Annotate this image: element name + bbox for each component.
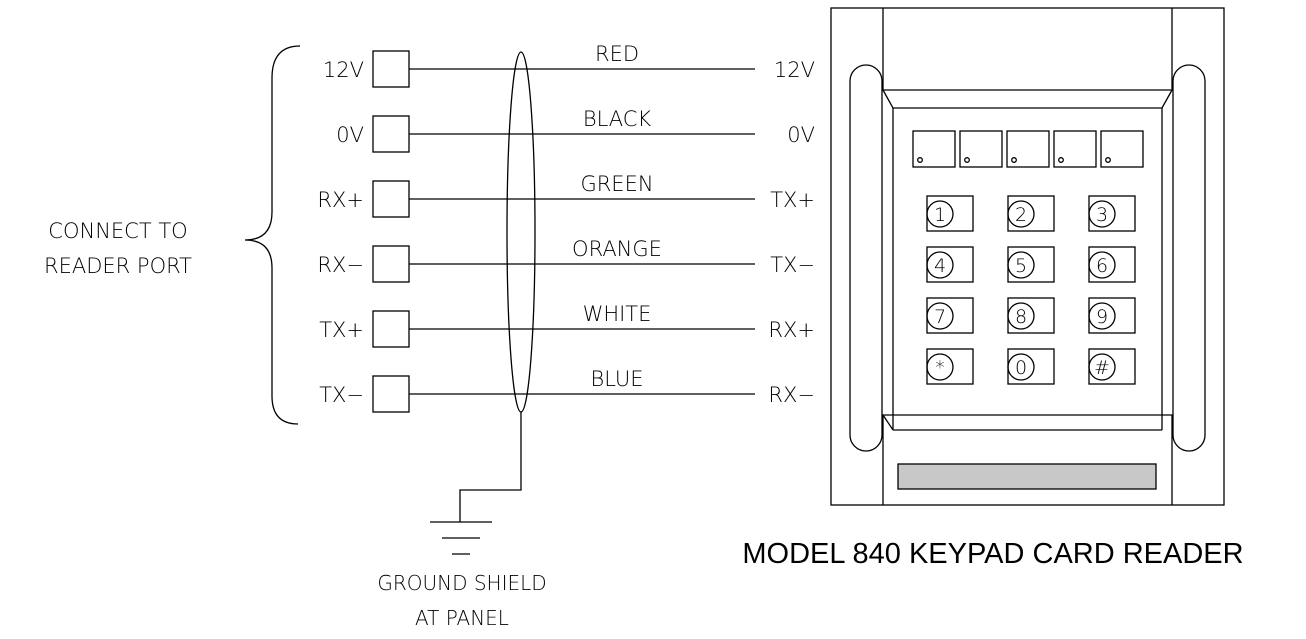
wire-color-label: GREEN: [580, 172, 653, 196]
panel-terminal-label: 12V: [323, 58, 364, 82]
keypad-key-label: 1: [934, 204, 946, 226]
keypad-key: 8: [1007, 297, 1055, 334]
wire-color-label: WHITE: [583, 302, 652, 326]
connector-brace: [244, 45, 301, 425]
reader-terminal-label: RX+: [768, 318, 815, 342]
wire-rows: 12V RED 12V 0V BLACK 0V RX+ GREEN TX+ RX− ORANGE TX…: [317, 42, 815, 413]
keypad-key: 7: [926, 297, 974, 334]
led-indicator: [1006, 130, 1050, 168]
ground-symbol: [430, 412, 522, 555]
keypad-key: 3: [1088, 195, 1136, 232]
connector-group-label-line2: READER PORT: [44, 254, 192, 278]
keypad-key-label: *: [935, 357, 945, 379]
led-indicator: [959, 130, 1003, 168]
reader-terminal-label: RX−: [768, 383, 815, 407]
keypad-key-label: 6: [1096, 255, 1108, 277]
panel-terminal: [372, 50, 410, 88]
right-slot-rail: [1172, 64, 1206, 452]
wire-row: 12V RED 12V: [323, 42, 815, 88]
panel-terminal: [372, 375, 410, 413]
led-indicator: [912, 130, 956, 168]
keypad-key-label: 8: [1015, 306, 1027, 328]
left-slot-rail: [849, 64, 883, 452]
led-indicator: [1100, 130, 1144, 168]
reader-terminal-label: TX+: [770, 188, 815, 212]
keypad-key-label: #: [1094, 357, 1110, 379]
upper-bevel-inner: [882, 89, 1173, 109]
reader-terminal-label: 0V: [787, 123, 815, 147]
reader-title: MODEL 840 KEYPAD CARD READER: [742, 538, 1243, 570]
led-indicator: [1053, 130, 1097, 168]
card-swipe-slot: [897, 463, 1157, 490]
wire-row: RX+ GREEN TX+: [317, 172, 815, 218]
wire-color-label: ORANGE: [572, 237, 662, 261]
cable-shield: [506, 51, 536, 413]
reader-housing: [830, 7, 1225, 506]
card-reader: 1 2 3 4 5 6 7 8 9 * 0 #: [830, 7, 1225, 506]
keypad-key-label: 2: [1015, 204, 1027, 226]
ground-label-line1: GROUND SHIELD: [377, 571, 546, 595]
keypad-key-label: 4: [934, 255, 946, 277]
wire-row: TX+ WHITE RX+: [319, 302, 815, 348]
wire-row: RX− ORANGE TX−: [317, 237, 815, 283]
keypad-key: 6: [1088, 246, 1136, 283]
wire-color-label: RED: [595, 42, 639, 66]
keypad-key-label: 3: [1096, 204, 1108, 226]
panel-terminal: [372, 180, 410, 218]
wire-color-label: BLUE: [590, 367, 643, 391]
keypad-key: #: [1088, 348, 1136, 385]
led-indicators: [912, 130, 1144, 168]
panel-terminal-label: TX+: [319, 318, 364, 342]
keypad: 1 2 3 4 5 6 7 8 9 * 0 #: [926, 195, 1136, 385]
connector-group-label-line1: CONNECT TO: [48, 219, 187, 243]
keypad-key-label: 9: [1096, 306, 1108, 328]
panel-terminal-label: TX−: [319, 383, 364, 407]
keypad-key-label: 5: [1015, 255, 1027, 277]
panel-terminal: [372, 310, 410, 348]
reader-terminal-label: 12V: [774, 58, 815, 82]
upper-bevel: [882, 8, 1173, 91]
keypad-key-label: 7: [934, 306, 946, 328]
keypad-key: *: [926, 348, 974, 385]
keypad-key: 1: [926, 195, 974, 232]
wire-color-label: BLACK: [583, 107, 652, 131]
panel-terminal-label: RX−: [317, 253, 364, 277]
keypad-key: 5: [1007, 246, 1055, 283]
ground-label-line2: AT PANEL: [415, 606, 509, 630]
panel-terminal-label: RX+: [317, 188, 364, 212]
wire-row: 0V BLACK 0V: [336, 107, 815, 153]
panel-terminal-label: 0V: [336, 123, 364, 147]
wire-row: TX− BLUE RX−: [319, 367, 815, 413]
keypad-key: 9: [1088, 297, 1136, 334]
keypad-key: 4: [926, 246, 974, 283]
reader-terminal-label: TX−: [770, 253, 815, 277]
panel-terminal: [372, 115, 410, 153]
keypad-key: 2: [1007, 195, 1055, 232]
lower-bevel-inner: [882, 414, 894, 431]
keypad-key-label: 0: [1015, 357, 1027, 379]
panel-terminal: [372, 245, 410, 283]
lower-bevel: [882, 414, 1173, 505]
keypad-key: 0: [1007, 348, 1055, 385]
